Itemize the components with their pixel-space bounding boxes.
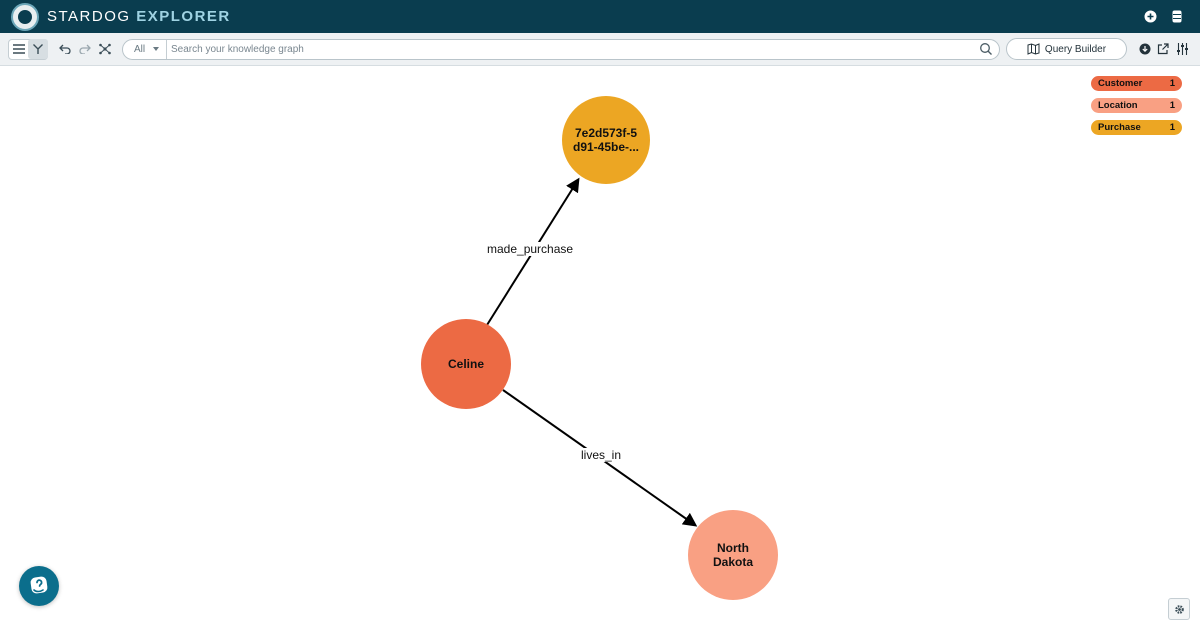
undo-icon[interactable] <box>55 39 75 59</box>
toolbar: All Query Builder <box>0 33 1200 66</box>
scope-value: All <box>134 44 146 55</box>
legend-label: Customer <box>1098 78 1143 89</box>
node-label: 7e2d573f-5 d91-45be-... <box>572 126 640 154</box>
edge-label-lives-in[interactable]: lives_in <box>579 448 624 462</box>
redo-icon[interactable] <box>75 39 95 59</box>
query-builder-label: Query Builder <box>1044 43 1107 55</box>
legend-label: Purchase <box>1098 122 1141 133</box>
scope-select[interactable]: All <box>123 40 167 59</box>
brand-product: EXPLORER <box>136 8 231 25</box>
help-chat-button[interactable] <box>19 566 59 606</box>
legend-count: 1 <box>1169 100 1175 111</box>
layout-icon[interactable] <box>95 39 115 59</box>
legend-label: Location <box>1098 100 1138 111</box>
graph-canvas[interactable]: made_purchase lives_in 7e2d573f-5 d91-45… <box>0 66 1200 629</box>
graph-node-purchase[interactable]: 7e2d573f-5 d91-45be-... <box>562 96 650 184</box>
legend-item-purchase[interactable]: Purchase 1 <box>1091 120 1182 135</box>
list-view-icon[interactable] <box>9 39 29 59</box>
graph-node-celine[interactable]: Celine <box>421 319 511 409</box>
filter-sliders-icon[interactable] <box>1172 39 1192 59</box>
search-input[interactable] <box>171 41 971 58</box>
node-label: North Dakota <box>712 541 753 569</box>
legend-count: 1 <box>1169 78 1175 89</box>
gear-icon <box>1174 604 1184 614</box>
edge-label-made-purchase[interactable]: made_purchase <box>485 242 576 256</box>
query-builder-button[interactable]: Query Builder <box>1006 38 1127 60</box>
chat-help-icon <box>30 576 48 594</box>
external-link-icon[interactable] <box>1153 39 1173 59</box>
caret-down-icon <box>153 47 159 51</box>
search-bar: All <box>122 39 1000 60</box>
app-title: STARDOG EXPLORER <box>47 8 231 25</box>
download-icon[interactable] <box>1135 39 1155 59</box>
legend: Customer 1 Location 1 Purchase 1 <box>1091 76 1182 142</box>
settings-button[interactable] <box>1168 598 1190 620</box>
plus-circle-icon[interactable] <box>1143 9 1157 23</box>
graph-view-icon[interactable] <box>28 39 48 59</box>
legend-item-customer[interactable]: Customer 1 <box>1091 76 1182 91</box>
legend-item-location[interactable]: Location 1 <box>1091 98 1182 113</box>
graph-node-north-dakota[interactable]: North Dakota <box>688 510 778 600</box>
app-header: STARDOG EXPLORER <box>0 0 1200 33</box>
database-icon[interactable] <box>1170 9 1184 23</box>
query-builder-icon <box>1027 43 1040 55</box>
stardog-logo-icon <box>11 3 39 31</box>
brand-name: STARDOG <box>47 8 131 25</box>
node-label: Celine <box>447 357 484 371</box>
search-icon[interactable] <box>979 42 993 56</box>
legend-count: 1 <box>1169 122 1175 133</box>
